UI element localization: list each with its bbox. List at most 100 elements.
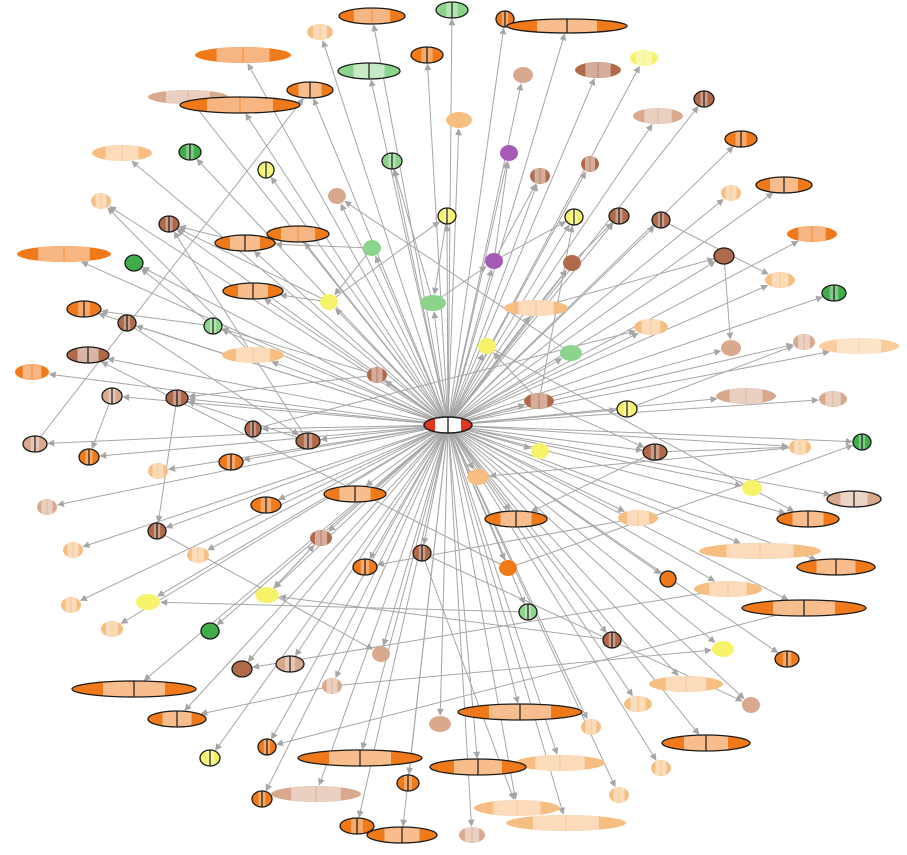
graph-node-115[interactable]	[429, 716, 451, 732]
graph-node-94[interactable]	[352, 558, 378, 576]
graph-node-96[interactable]	[796, 558, 876, 576]
graph-node-123[interactable]	[199, 749, 221, 767]
graph-node-8[interactable]	[337, 62, 401, 80]
graph-node-44[interactable]	[222, 282, 284, 300]
graph-node-62[interactable]	[367, 367, 387, 383]
graph-node-56[interactable]	[66, 346, 110, 364]
graph-node-87[interactable]	[776, 510, 840, 528]
graph-node-17[interactable]	[633, 108, 683, 124]
graph-node-88[interactable]	[147, 522, 167, 540]
graph-node-111[interactable]	[774, 650, 800, 668]
graph-node-47[interactable]	[66, 300, 102, 318]
graph-node-9[interactable]	[575, 62, 621, 78]
graph-node-31[interactable]	[437, 207, 457, 225]
graph-node-122[interactable]	[661, 734, 751, 752]
graph-node-19[interactable]	[178, 143, 202, 161]
graph-node-128[interactable]	[396, 774, 420, 792]
graph-node-50[interactable]	[504, 300, 568, 316]
graph-node-64[interactable]	[165, 389, 189, 407]
graph-node-73[interactable]	[531, 443, 549, 459]
graph-node-68[interactable]	[616, 400, 638, 418]
graph-node-98[interactable]	[694, 581, 762, 597]
graph-node-41[interactable]	[124, 254, 144, 272]
graph-node-113[interactable]	[649, 676, 723, 692]
graph-node-39[interactable]	[787, 226, 837, 242]
graph-node-27[interactable]	[91, 193, 111, 209]
graph-node-16[interactable]	[446, 112, 472, 128]
graph-node-40[interactable]	[485, 253, 503, 269]
graph-node-34[interactable]	[651, 211, 671, 229]
graph-node-103[interactable]	[518, 603, 538, 621]
graph-node-129[interactable]	[609, 787, 629, 803]
graph-node-22[interactable]	[257, 161, 275, 179]
graph-node-48[interactable]	[320, 294, 338, 310]
graph-node-25[interactable]	[530, 168, 550, 184]
graph-node-69[interactable]	[244, 420, 262, 438]
graph-node-57[interactable]	[222, 347, 284, 363]
graph-node-100[interactable]	[136, 594, 160, 610]
graph-node-93[interactable]	[412, 544, 432, 562]
graph-node-1[interactable]	[338, 7, 406, 25]
graph-node-67[interactable]	[524, 393, 554, 409]
graph-node-45[interactable]	[765, 272, 795, 288]
graph-node-51[interactable]	[117, 314, 137, 332]
graph-node-30[interactable]	[158, 215, 180, 233]
graph-node-4[interactable]	[506, 18, 628, 34]
graph-node-59[interactable]	[560, 345, 582, 361]
graph-node-125[interactable]	[515, 755, 605, 771]
graph-node-74[interactable]	[642, 443, 668, 461]
graph-node-134[interactable]	[339, 817, 375, 835]
graph-node-65[interactable]	[716, 388, 776, 404]
graph-node-91[interactable]	[187, 547, 209, 563]
graph-node-95[interactable]	[499, 560, 517, 576]
graph-node-89[interactable]	[310, 530, 332, 546]
graph-node-136[interactable]	[459, 827, 485, 843]
graph-node-118[interactable]	[624, 696, 652, 712]
graph-node-107[interactable]	[372, 646, 390, 662]
graph-node-10[interactable]	[630, 50, 658, 66]
graph-node-46[interactable]	[821, 284, 847, 302]
graph-node-24[interactable]	[581, 156, 599, 172]
graph-node-102[interactable]	[741, 599, 867, 617]
graph-node-18[interactable]	[92, 145, 152, 161]
graph-node-6[interactable]	[410, 46, 444, 64]
graph-node-49[interactable]	[420, 295, 446, 311]
graph-node-33[interactable]	[608, 207, 630, 225]
graph-node-53[interactable]	[634, 319, 668, 335]
graph-node-42[interactable]	[563, 255, 581, 271]
graph-node-14[interactable]	[179, 96, 301, 114]
graph-node-38[interactable]	[363, 240, 381, 256]
graph-node-75[interactable]	[852, 433, 872, 451]
graph-node-85[interactable]	[484, 510, 548, 528]
graph-node-32[interactable]	[564, 208, 584, 226]
graph-node-114[interactable]	[322, 678, 342, 694]
graph-node-83[interactable]	[323, 485, 387, 503]
graph-node-86[interactable]	[618, 510, 658, 526]
graph-node-36[interactable]	[214, 234, 276, 252]
graph-node-117[interactable]	[742, 697, 760, 713]
graph-node-70[interactable]	[295, 432, 321, 450]
graph-node-106[interactable]	[602, 631, 622, 649]
graph-node-82[interactable]	[250, 496, 282, 514]
graph-node-5[interactable]	[307, 24, 333, 40]
graph-node-66[interactable]	[819, 391, 847, 407]
graph-node-15[interactable]	[693, 90, 715, 108]
graph-node-13[interactable]	[286, 81, 334, 99]
graph-node-81[interactable]	[37, 499, 57, 515]
graph-node-3[interactable]	[495, 10, 515, 28]
graph-node-126[interactable]	[651, 760, 671, 776]
graph-node-108[interactable]	[712, 641, 734, 657]
graph-node-105[interactable]	[200, 622, 220, 640]
graph-node-130[interactable]	[251, 790, 273, 808]
graph-node-28[interactable]	[328, 188, 346, 204]
graph-node-43[interactable]	[713, 247, 735, 265]
graph-node-71[interactable]	[22, 435, 48, 453]
graph-node-92[interactable]	[699, 543, 821, 559]
graph-node-101[interactable]	[255, 587, 279, 603]
graph-node-110[interactable]	[275, 655, 305, 673]
graph-node-127[interactable]	[429, 758, 527, 776]
graph-node-29[interactable]	[721, 185, 741, 201]
graph-node-26[interactable]	[755, 176, 813, 194]
graph-node-124[interactable]	[297, 749, 423, 767]
graph-node-52[interactable]	[203, 317, 223, 335]
